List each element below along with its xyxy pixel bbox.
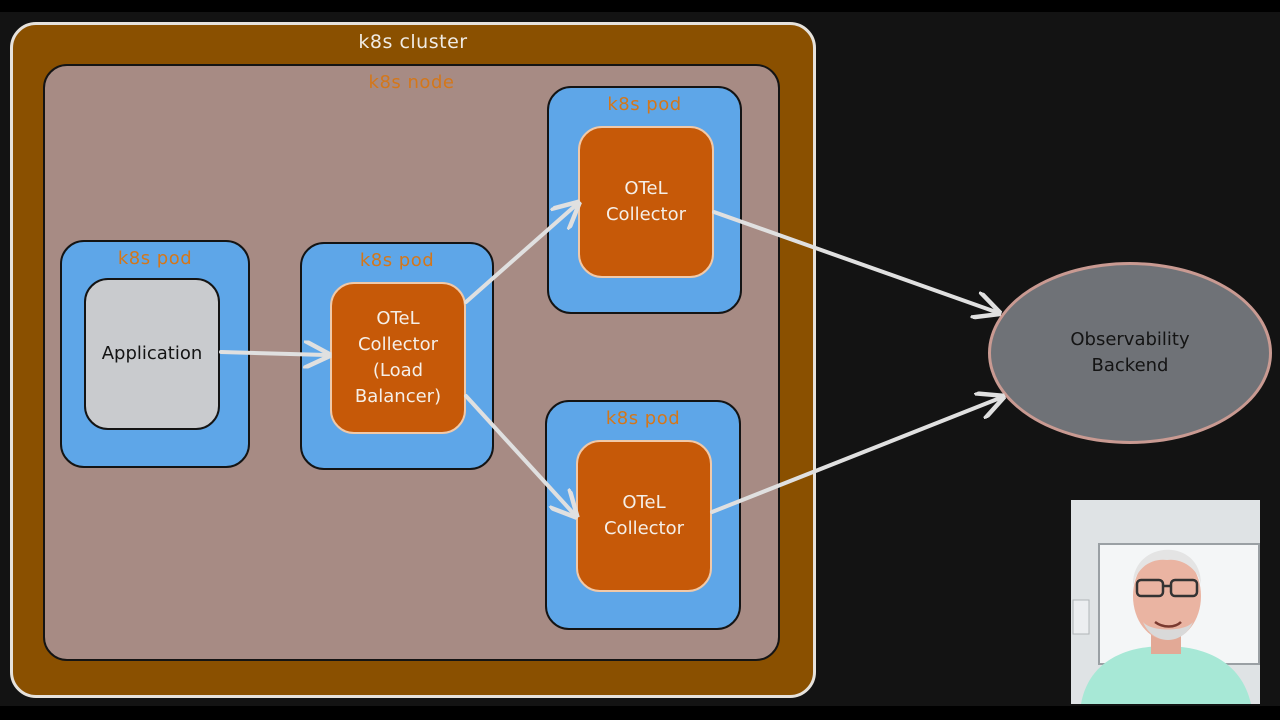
arrow-bottom-collector-to-backend [710,398,1000,514]
presenter-webcam [1071,500,1260,704]
collector-box-top: OTeL Collector [578,126,714,278]
collector-box-bottom: OTeL Collector [576,440,712,592]
arrow-lb-to-bottom-collector [464,394,574,514]
node-label: k8s node [368,72,455,93]
arrow-top-collector-to-backend [712,210,996,312]
observability-backend: Observability Backend [988,262,1272,444]
cluster-label: k8s cluster [358,31,468,53]
pod-label: k8s pod [359,250,435,271]
arrow-lb-to-top-collector [464,205,576,304]
pod-label: k8s pod [117,248,193,269]
arrow-app-to-lb [219,352,326,355]
load-balancer-collector-box: OTeL Collector (Load Balancer) [330,282,466,434]
pod-label: k8s pod [607,94,682,115]
application-box: Application [84,278,220,430]
presenter-video-icon [1071,500,1260,704]
pod-label: k8s pod [605,408,681,429]
